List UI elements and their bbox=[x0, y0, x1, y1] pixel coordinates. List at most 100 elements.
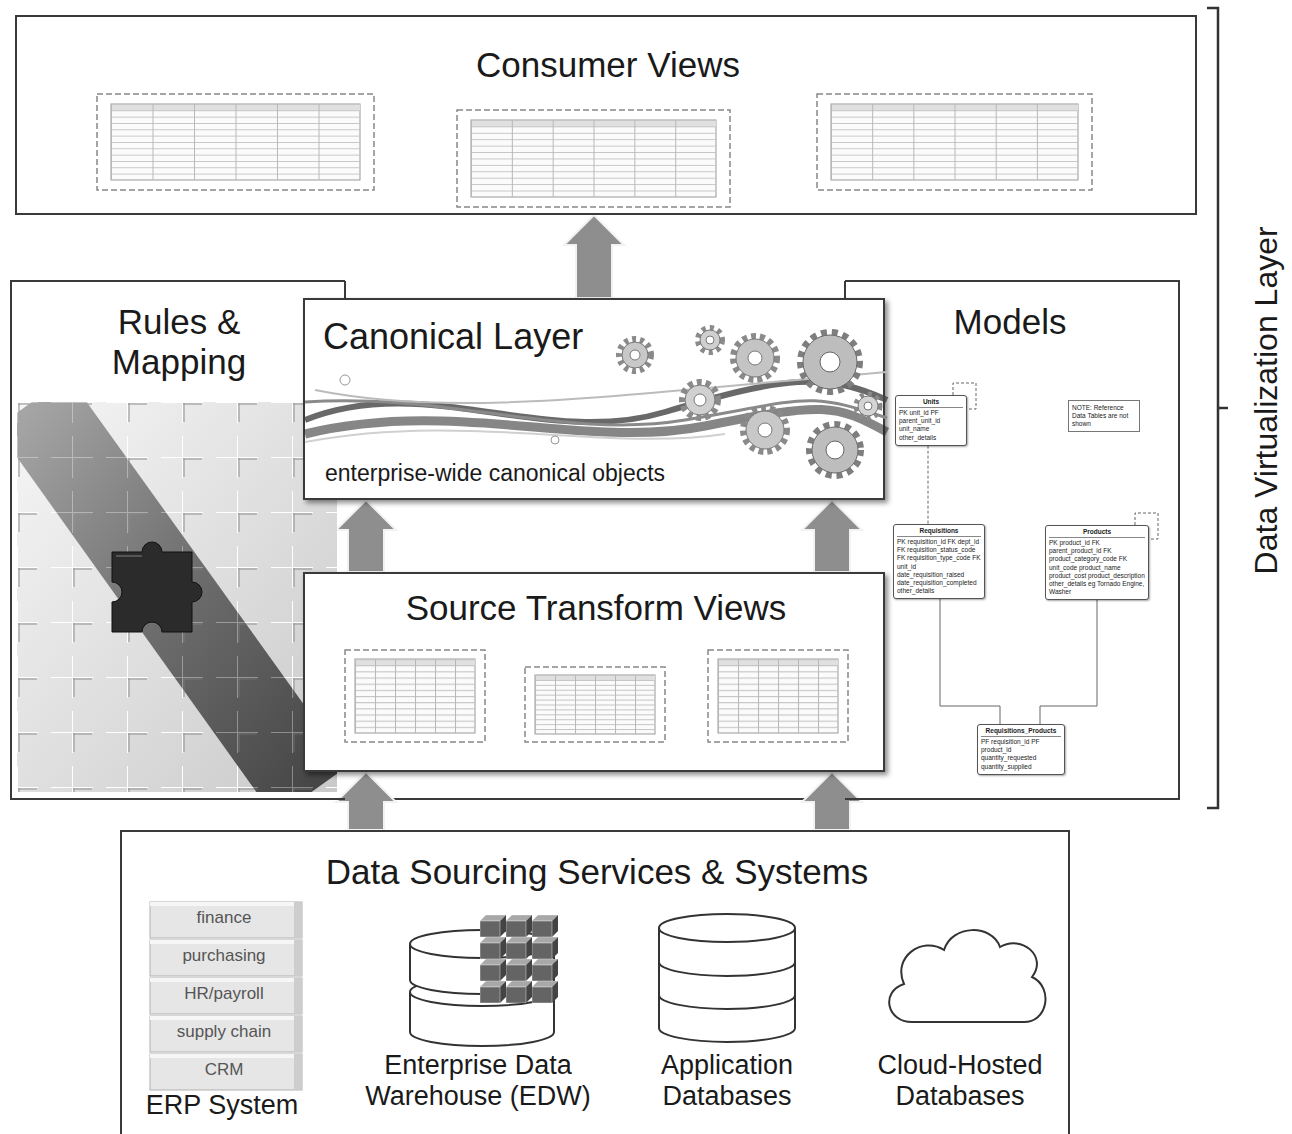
text-holder: Models bbox=[910, 302, 1110, 342]
view-layer-box: Source Transform Views bbox=[303, 572, 885, 772]
drawing-part bbox=[856, 394, 880, 418]
drawing-part bbox=[116, 555, 142, 557]
drawing-part bbox=[864, 402, 872, 410]
drawing-part bbox=[718, 659, 838, 733]
drawing-part bbox=[525, 667, 665, 742]
relationship-line bbox=[940, 599, 1000, 724]
drawing-part bbox=[97, 94, 374, 190]
drawing-part bbox=[685, 385, 715, 415]
drawing-part bbox=[831, 104, 1078, 180]
drawing-part bbox=[743, 408, 787, 452]
erp-stack bbox=[150, 902, 302, 1090]
block-arrow bbox=[802, 772, 862, 830]
drawing-part bbox=[17, 402, 337, 792]
entity-table: ProductsPK product_id FK parent_product_… bbox=[1045, 525, 1149, 600]
module-label: purchasing bbox=[149, 946, 299, 966]
block-arrow bbox=[336, 772, 396, 830]
drawing-part bbox=[150, 940, 302, 944]
entity-fields: PK unit_id PF parent_unit_id unit_name o… bbox=[899, 409, 963, 442]
text-holder: enterprise-wide canonical objects bbox=[325, 460, 805, 486]
module-label: supply chain bbox=[149, 1022, 299, 1042]
module-label: CRM bbox=[149, 1060, 299, 1080]
block-arrow bbox=[336, 500, 396, 572]
drawing-part bbox=[718, 659, 838, 733]
drawing-part bbox=[471, 120, 716, 197]
drawing-part bbox=[150, 1016, 302, 1020]
system-caption: Cloud-Hosted Databases bbox=[855, 1050, 1065, 1112]
drawing-part bbox=[820, 352, 840, 372]
database-icon bbox=[659, 914, 795, 1042]
entity-name: Requisitions_Products bbox=[981, 727, 1061, 737]
drawing-part bbox=[700, 330, 720, 350]
text-holder: purchasing bbox=[149, 946, 299, 966]
drawing-part bbox=[340, 375, 350, 385]
cloud-icon bbox=[889, 930, 1045, 1022]
drawing-part bbox=[355, 659, 475, 733]
drawing-part bbox=[355, 659, 475, 733]
drawing-part bbox=[305, 372, 887, 444]
drawing-part bbox=[305, 430, 725, 442]
entity-name: Requisitions bbox=[897, 527, 981, 537]
text-holder: Enterprise Data Warehouse (EDW) bbox=[358, 1050, 598, 1112]
drawing-part bbox=[758, 423, 772, 437]
drawing-part bbox=[111, 104, 360, 180]
drawing-part bbox=[344, 798, 846, 800]
drawing-part bbox=[826, 441, 844, 459]
text-holder: finance bbox=[149, 908, 299, 928]
text-holder: Data Virtualization Layer bbox=[1248, 226, 1285, 574]
drawing-part bbox=[17, 402, 337, 792]
drawing-part bbox=[694, 394, 706, 406]
drawing-part bbox=[345, 650, 485, 742]
system-caption: Enterprise Data Warehouse (EDW) bbox=[358, 1050, 598, 1112]
drawing-part bbox=[294, 1016, 302, 1052]
drawing-part bbox=[622, 342, 648, 368]
drawing-part bbox=[800, 332, 860, 392]
module-label: finance bbox=[149, 908, 299, 928]
drawing-part bbox=[659, 914, 795, 942]
drawing-part bbox=[831, 104, 1078, 180]
entity-fields: PF requisition_id PF product_id quantity… bbox=[981, 738, 1061, 771]
drawing-part bbox=[150, 1054, 302, 1090]
drawing-part bbox=[1218, 407, 1228, 410]
drawing-part bbox=[457, 110, 730, 207]
panel-title: Rules & Mapping bbox=[79, 302, 279, 383]
drawing-part bbox=[345, 650, 485, 742]
note-box: NOTE: Reference Data Tables are not show… bbox=[1068, 400, 1140, 432]
drawing-part bbox=[733, 336, 777, 380]
drawing-part bbox=[471, 120, 716, 197]
drawing-part bbox=[682, 382, 718, 418]
drawing-part bbox=[294, 1054, 302, 1090]
drawing-part bbox=[800, 332, 860, 392]
drawing-part bbox=[809, 424, 861, 476]
drawing-part bbox=[535, 675, 655, 734]
drawing-part bbox=[294, 978, 302, 1014]
drawing-part bbox=[706, 336, 714, 344]
text-holder: Source Transform Views bbox=[305, 588, 887, 628]
canonical-box: Canonical Layerenterprise-wide canonical… bbox=[303, 298, 885, 500]
drawing-part bbox=[659, 928, 795, 1042]
box-title: Source Transform Views bbox=[305, 588, 887, 628]
text-holder: Application Databases bbox=[627, 1050, 827, 1112]
drawing-part bbox=[294, 940, 302, 976]
entity-fields: PK product_id FK parent_product_id FK pr… bbox=[1049, 539, 1145, 596]
drawing-part bbox=[659, 962, 795, 976]
drawing-part bbox=[817, 94, 1092, 190]
module-label: HR/payroll bbox=[149, 984, 299, 1004]
text-holder: Consumer Views bbox=[17, 45, 1199, 85]
drawing-part bbox=[112, 542, 202, 632]
layer-bracket bbox=[1207, 8, 1228, 808]
layer-label: Data Virtualization Layer bbox=[1248, 226, 1285, 574]
drawing-part bbox=[1207, 8, 1218, 808]
system-caption: Application Databases bbox=[627, 1050, 827, 1112]
entity-fields: PK requisition_id FK dept_id FK requisit… bbox=[897, 538, 981, 595]
entity-table: RequisitionsPK requisition_id FK dept_id… bbox=[893, 524, 985, 599]
text-holder: Rules & Mapping bbox=[79, 302, 279, 383]
drawing-part bbox=[150, 902, 302, 906]
drawing-part bbox=[718, 659, 838, 733]
drawing-part bbox=[619, 339, 651, 371]
text-holder: ERP System bbox=[122, 1090, 322, 1121]
drawing-part bbox=[708, 650, 848, 742]
drawing-part bbox=[831, 104, 1078, 180]
drawing-part bbox=[150, 940, 302, 976]
